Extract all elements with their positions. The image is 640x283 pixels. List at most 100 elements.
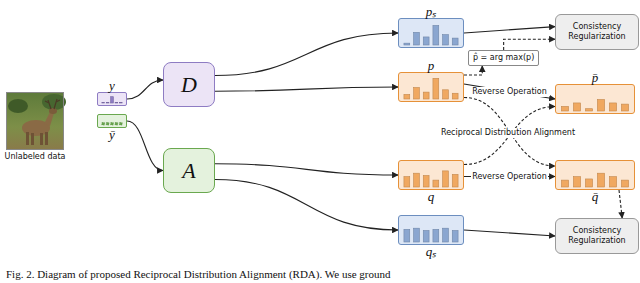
annotation-label: Reciprocal Distribution Alignment [441,128,575,138]
histogram-bar [119,102,122,104]
flow-arrow [127,121,163,171]
histogram-bar [585,109,592,111]
node-heading: ȳ [109,128,115,141]
edge-label: Reverse Operation [471,87,548,97]
histogram-bars [399,161,463,189]
dashed-arrow [619,190,622,218]
flow-arrow [215,87,398,91]
model-box: A [163,148,215,193]
distribution-box: pₛ [398,18,464,48]
histogram-bar [443,35,449,45]
flow-arrow [464,27,555,33]
flow-arrow [464,230,555,236]
histogram-bar [443,171,449,187]
node-heading: p̄ [592,71,599,84]
histogram-bar [433,229,439,242]
histogram-bars [399,216,463,244]
histogram-bar [115,102,118,104]
histogram-bar [597,173,604,187]
histogram-bar [433,25,439,45]
histogram-bar [433,180,439,187]
histogram-bar [561,180,568,187]
histogram-bar [404,94,410,99]
histogram-bar [621,104,628,111]
histogram-bar [414,32,420,45]
node-heading: q̄ [592,190,599,203]
histogram-bars [399,73,463,101]
histogram-bar [106,123,109,125]
histogram-bar [452,93,458,99]
histogram-bars [556,85,634,113]
edge-label: Reverse Operation [471,172,548,182]
figure-caption: Fig. 2. Diagram of proposed Reciprocal D… [6,268,390,281]
histogram-bar [414,228,420,242]
histogram-bars [399,19,463,47]
histogram-bar [102,123,105,125]
histogram-bar [443,90,449,99]
distribution-box: p [398,72,464,102]
histogram-bar [452,38,458,45]
histogram-bar [573,177,580,187]
histogram-bar [106,102,109,104]
pseudo-label-box: p̂ = arg max(p) [468,50,539,66]
model-box: D [163,62,215,107]
histogram-bar [433,78,439,99]
deer-photo [6,92,66,150]
histogram-bar [119,123,122,125]
flow-arrow [464,84,555,99]
node-heading: qₛ [426,245,437,258]
dashed-arrow [504,39,555,50]
histogram-bar [452,174,458,187]
distribution-box: q̄ [555,160,635,190]
flow-arrow [127,80,163,99]
histogram-bar [423,176,429,188]
histogram-bar [585,179,592,187]
histogram-bar [597,100,604,112]
node-heading: p [428,59,435,72]
node-heading: q [428,190,435,203]
histogram-bar [443,228,449,242]
flow-arrow [215,164,398,175]
node-text: Consistency Regularization [556,226,638,246]
histogram-bar [621,180,628,187]
histogram-bar [561,106,568,111]
histogram-bar [111,97,114,103]
node-text: p̂ = arg max(p) [469,53,538,63]
histogram-bar [404,43,410,45]
histogram-bar [115,123,118,125]
loss-box: Consistency Regularization [555,218,639,254]
distribution-box: qₛ [398,215,464,245]
histogram-bar [111,123,114,125]
histogram-bars [98,93,126,105]
histogram-bars [556,161,634,189]
loss-box: Consistency Regularization [555,14,639,50]
histogram-bar [423,92,429,99]
histogram-bar [414,88,420,100]
distribution-box: q [398,160,464,190]
flow-arrow [215,33,398,76]
histogram-bars [98,115,126,127]
histogram-bar [573,103,580,111]
dashed-arrow [464,66,482,75]
histogram-bar [452,231,458,243]
input-image: Unlabeled data [6,92,64,150]
node-heading: pₛ [426,5,437,18]
histogram-bar [404,177,410,187]
histogram-bar [423,231,429,243]
histogram-bar [414,173,420,187]
histogram-bar [609,103,616,111]
histogram-bar [404,229,410,242]
histogram-bar [423,37,429,45]
node-heading: Unlabeled data [5,152,66,162]
node-text: A [182,159,195,183]
flow-arrow [215,180,398,231]
distribution-box: p̄ [555,84,635,114]
histogram-bar [102,102,105,104]
node-heading: y [109,79,115,92]
label-vector: y [97,92,127,106]
complementary-label-vector: ȳ [97,114,127,128]
histogram-bar [609,177,616,187]
